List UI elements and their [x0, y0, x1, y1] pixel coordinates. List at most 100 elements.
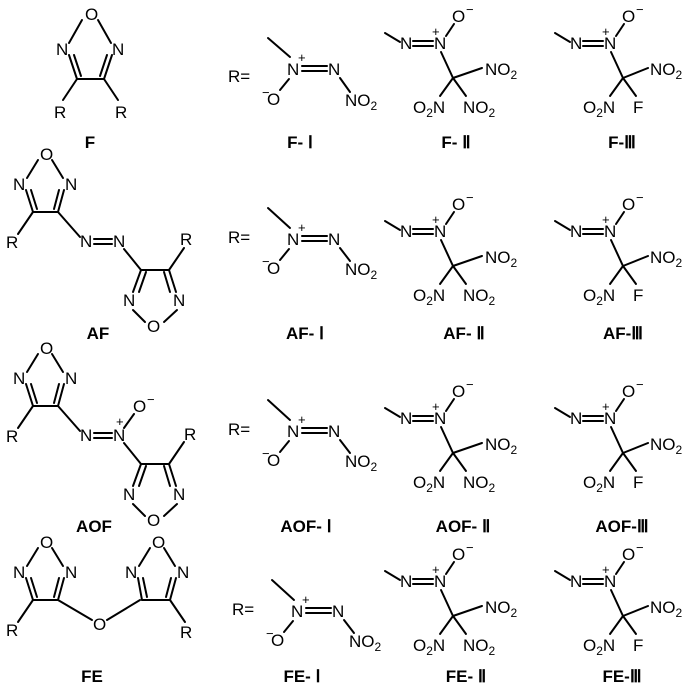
o2n-nitrogen: N [433, 286, 445, 305]
nitro-text: NO [485, 598, 511, 617]
nitro-text: NO [463, 286, 489, 305]
atom-nitrogen: N [56, 40, 68, 59]
atom-nitrogen: N [13, 175, 25, 194]
atom-nitrogen: N [291, 602, 303, 621]
atom-nitrogen: N [80, 232, 92, 251]
subscript-two: 2 [426, 481, 433, 495]
substituent-i-row2: R= N + O − N NO2 [228, 207, 378, 282]
atom-nitrogen: N [13, 563, 25, 582]
atom-r-group: R [184, 425, 196, 444]
atom-ether-oxygen: O [93, 615, 106, 634]
atom-oxygen: O [40, 339, 53, 358]
nitro-text: NO [650, 435, 676, 454]
label-fe-i: FE- Ⅰ [283, 667, 320, 686]
nitro-group-left: O2N [583, 286, 615, 308]
atom-oxygen: O [85, 5, 98, 24]
atom-nitrogen: N [65, 175, 77, 194]
atom-nitrogen: N [328, 230, 340, 249]
positive-charge: + [432, 212, 440, 227]
nitro-group-left: O2N [583, 473, 615, 495]
atom-nitrogen: N [570, 572, 582, 591]
negative-charge: − [262, 85, 270, 100]
substituent-ii-row4: N N + O − NO2 O2N NO2 [384, 540, 518, 658]
nitro-text: NO [463, 636, 489, 655]
r-equals-label: R= [228, 228, 250, 247]
positive-charge: + [116, 414, 124, 429]
subscript-two: 2 [375, 640, 382, 654]
atom-r-group: R [180, 230, 192, 249]
nitro-group: NO2 [463, 98, 496, 120]
atom-nitrogen: N [604, 409, 616, 428]
substituent-iii-row2: N N + O − NO2 O2N F [554, 190, 683, 308]
label-aof-i: AOF- Ⅰ [280, 517, 331, 536]
subscript-two: 2 [596, 294, 603, 308]
atom-nitrogen: N [434, 572, 446, 591]
positive-charge: + [432, 562, 440, 577]
atom-nitrogen: N [113, 232, 125, 251]
label-af-i: AF- Ⅰ [286, 324, 324, 343]
negative-charge: − [466, 190, 474, 205]
positive-charge: + [602, 399, 610, 414]
subscript-two: 2 [371, 99, 378, 113]
nitro-group-left: O2N [413, 286, 445, 308]
positive-charge: + [298, 412, 306, 427]
scaffold-fe: O N N R O O N N R [6, 533, 192, 642]
label-f: F [85, 133, 95, 152]
subscript-two: 2 [676, 256, 683, 270]
nitro-group: NO2 [485, 248, 518, 270]
scaffold-f: O N N R R [54, 5, 127, 122]
atom-nitrogen: N [570, 34, 582, 53]
atom-nitrogen: N [65, 563, 77, 582]
subscript-two: 2 [489, 481, 496, 495]
nitro-group: NO2 [485, 435, 518, 457]
atom-oxygen: O [622, 545, 635, 564]
subscript-two: 2 [489, 106, 496, 120]
nitro-group-left: O2N [413, 636, 445, 658]
atom-oxygen: O [152, 533, 165, 552]
negative-charge: − [636, 377, 644, 392]
nitro-group-left: O2N [413, 98, 445, 120]
subscript-two: 2 [511, 68, 518, 82]
substituent-i-row1: R= N + O − N NO2 [228, 37, 378, 113]
negative-charge: − [636, 190, 644, 205]
atom-nitrogen: N [65, 369, 77, 388]
label-fe: FE [81, 667, 103, 686]
nitro-group: NO2 [463, 473, 496, 495]
positive-charge: + [602, 562, 610, 577]
atom-oxygen: O [622, 382, 635, 401]
atom-nitrogen: N [123, 485, 135, 504]
r-equals-label: R= [228, 67, 250, 86]
scaffold-aof: O N N R N N + O − R N N O [6, 339, 196, 530]
label-af-iii: AF-Ⅲ [603, 324, 643, 343]
atom-r-group: R [54, 103, 66, 122]
atom-oxygen: O [267, 259, 280, 278]
substituent-iii-row3: N N + O − NO2 O2N F [554, 377, 683, 495]
atom-fluorine: F [633, 473, 643, 492]
atom-nitrogen: N [400, 34, 412, 53]
positive-charge: + [602, 212, 610, 227]
atom-nitrogen: N [125, 563, 137, 582]
negative-charge: − [636, 540, 644, 555]
o2n-nitrogen: N [603, 98, 615, 117]
atom-oxygen: O [133, 397, 146, 416]
substituent-i-row3: R= N + O − N NO2 [228, 399, 378, 474]
negative-charge: − [466, 2, 474, 17]
atom-nitrogen: N [434, 409, 446, 428]
nitro-group: NO2 [650, 60, 683, 82]
o2n-nitrogen: N [603, 286, 615, 305]
nitro-group-left: O2N [583, 636, 615, 658]
negative-charge: − [262, 254, 270, 269]
atom-nitrogen: N [287, 230, 299, 249]
atom-nitrogen: N [13, 369, 25, 388]
nitro-group: NO2 [485, 598, 518, 620]
nitro-text: NO [485, 435, 511, 454]
atom-r-group: R [115, 103, 127, 122]
negative-charge: − [636, 2, 644, 17]
subscript-two: 2 [511, 443, 518, 457]
substituent-ii-row2: N N + O − NO2 O2N NO2 [384, 190, 518, 308]
atom-oxygen: O [271, 631, 284, 650]
o2n-oxygen: O [413, 286, 426, 305]
nitro-text: NO [463, 98, 489, 117]
nitro-text: NO [485, 60, 511, 79]
